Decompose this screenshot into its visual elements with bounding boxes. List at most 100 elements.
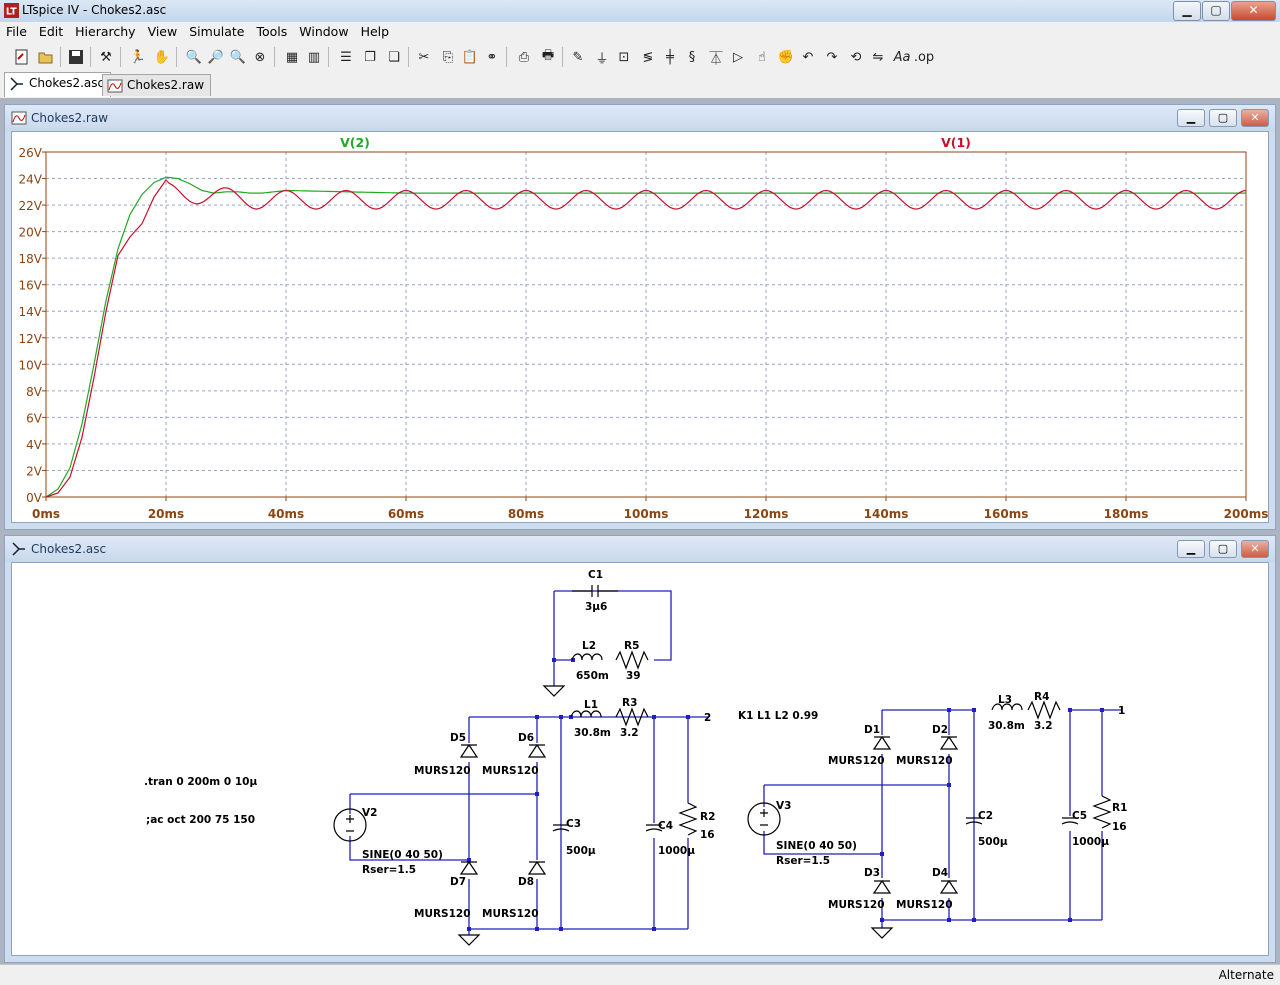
tile-horizontal-icon[interactable]: ☰ — [340, 49, 352, 65]
open-folder-icon[interactable] — [36, 47, 56, 67]
find-binoculars-icon[interactable]: ⚭ — [486, 49, 498, 65]
schematic-window: Chokes2.asc ▁ ▢ ✕ — [4, 535, 1276, 963]
diode-d7 — [459, 860, 479, 875]
cascade-windows-icon[interactable]: ❐ — [364, 49, 376, 65]
y-tick-label: 12V — [19, 332, 43, 346]
print-preview-icon[interactable]: ⎙ — [518, 49, 530, 65]
diode-icon[interactable]: ⏄ — [709, 51, 723, 67]
cut-icon[interactable]: ✂ — [418, 49, 430, 65]
drag-hand-icon[interactable]: ✊ — [777, 49, 795, 65]
l3-name: L3 — [998, 694, 1012, 706]
x-tick-label: 180ms — [1104, 507, 1149, 521]
d7-name: D7 — [450, 876, 466, 888]
plot-settings-icon[interactable]: ▥ — [307, 49, 321, 65]
waveform-chart[interactable]: 0V2V4V6V8V10V12V14V16V18V20V22V24V26V0ms… — [12, 132, 1268, 522]
v2-value: SINE(0 40 50) — [362, 849, 443, 861]
component-icon[interactable]: ▷ — [733, 49, 743, 65]
rotate-icon[interactable]: ⟲ — [850, 49, 862, 65]
x-tick-label: 120ms — [744, 507, 789, 521]
zoom-cancel-icon[interactable]: ⊗ — [254, 49, 266, 65]
inductor-icon[interactable]: § — [688, 49, 696, 65]
plot-close-button[interactable]: ✕ — [1241, 109, 1269, 127]
paste-icon[interactable]: 📋 — [461, 49, 479, 65]
tab-chokes2-raw[interactable]: Chokes2.raw — [102, 74, 212, 96]
schematic-drawing[interactable]: C1 3µ6 L2 650m R5 39 L1 30.8m R3 3.2 2 D… — [12, 563, 1268, 955]
resistor-icon[interactable]: ≶ — [642, 49, 654, 65]
d7-model: MURS120 — [414, 908, 471, 920]
new-schematic-icon[interactable] — [12, 47, 32, 67]
spice-directive-icon[interactable]: .op — [913, 49, 935, 65]
schematic-maximize-button[interactable]: ▢ — [1209, 540, 1237, 558]
y-tick-label: 0V — [26, 491, 43, 505]
control-panel-hammer-icon[interactable]: ⚒ — [100, 49, 112, 65]
ground-icon[interactable]: ⏚ — [595, 51, 609, 67]
mirror-icon[interactable]: ⇋ — [872, 49, 884, 65]
move-hand-icon[interactable]: ☝ — [758, 49, 766, 65]
v2-name: V2 — [362, 807, 377, 819]
halt-hand-icon[interactable]: ✋ — [153, 49, 171, 65]
c4-name: C4 — [658, 820, 673, 832]
pan-icon[interactable]: 🔎 — [207, 49, 225, 65]
x-tick-label: 20ms — [148, 507, 184, 521]
x-tick-label: 160ms — [984, 507, 1029, 521]
tab-chokes2-asc[interactable]: Chokes2.asc — [4, 72, 112, 97]
window-minimize-button[interactable]: ▁ — [1173, 1, 1201, 21]
menu-simulate[interactable]: Simulate — [189, 24, 245, 39]
redo-icon[interactable]: ↷ — [826, 49, 838, 65]
y-tick-label: 16V — [19, 279, 43, 293]
schematic-labels: C1 3µ6 L2 650m R5 39 L1 30.8m R3 3.2 2 D… — [144, 569, 1127, 920]
close-all-windows-icon[interactable]: ❏ — [388, 49, 400, 65]
label-net-icon[interactable]: ⊡ — [618, 49, 630, 65]
l1-name: L1 — [584, 699, 598, 711]
node-1-label: 1 — [1118, 705, 1125, 717]
zoom-in-icon[interactable]: 🔍 — [185, 49, 203, 65]
waveform-icon — [11, 111, 27, 125]
schematic-icon — [12, 542, 25, 556]
schematic-canvas[interactable]: C1 3µ6 L2 650m R5 39 L1 30.8m R3 3.2 2 D… — [11, 562, 1269, 956]
menu-edit[interactable]: Edit — [38, 24, 64, 39]
d2-model: MURS120 — [896, 755, 953, 767]
y-tick-label: 24V — [19, 173, 43, 187]
schematic-close-button[interactable]: ✕ — [1241, 540, 1269, 558]
window-maximize-button[interactable]: ▢ — [1202, 1, 1230, 21]
menu-tools[interactable]: Tools — [256, 24, 288, 39]
menu-help[interactable]: Help — [360, 24, 390, 39]
ground-symbol-right — [870, 927, 894, 939]
menu-view[interactable]: View — [147, 24, 178, 39]
ac-directive: ;ac oct 200 75 150 — [146, 814, 255, 826]
copy-icon[interactable]: ⎘ — [442, 49, 454, 65]
schematic-minimize-button[interactable]: ▁ — [1177, 540, 1205, 558]
save-icon[interactable] — [66, 47, 86, 67]
run-simulation-icon[interactable]: 🏃 — [129, 49, 147, 65]
r4-value: 3.2 — [1034, 720, 1053, 732]
l2-name: L2 — [582, 640, 596, 652]
c1-value: 3µ6 — [585, 601, 607, 613]
plot-minimize-button[interactable]: ▁ — [1177, 109, 1205, 127]
text-icon[interactable]: Aa — [893, 49, 911, 65]
menu-file[interactable]: File — [6, 24, 27, 39]
menu-hierarchy[interactable]: Hierarchy — [75, 24, 136, 39]
diode-d3 — [872, 879, 892, 894]
svg-text:LT: LT — [6, 6, 17, 17]
undo-icon[interactable]: ↶ — [802, 49, 814, 65]
diode-d6 — [527, 743, 547, 758]
capacitor-icon[interactable]: ╪ — [666, 49, 674, 65]
status-bar: Alternate — [0, 964, 1280, 985]
plot-maximize-button[interactable]: ▢ — [1209, 109, 1237, 127]
print-icon[interactable]: 🖶 — [541, 48, 555, 63]
legend-v2: V(2) — [340, 135, 370, 150]
r3-value: 3.2 — [620, 727, 639, 739]
y-tick-label: 4V — [26, 438, 43, 452]
autorange-icon[interactable]: ▦ — [285, 49, 299, 65]
menu-window[interactable]: Window — [299, 24, 349, 39]
zoom-out-icon[interactable]: 🔍 — [229, 49, 247, 65]
ground-symbols-left — [457, 685, 566, 946]
r2-name: R2 — [700, 811, 715, 823]
draw-wire-pencil-icon[interactable]: ✎ — [572, 49, 584, 65]
resistor-r2 — [678, 802, 698, 836]
plot-window-title: Chokes2.raw — [31, 111, 109, 125]
window-close-button[interactable]: ✕ — [1231, 1, 1276, 21]
y-tick-label: 10V — [19, 358, 43, 372]
